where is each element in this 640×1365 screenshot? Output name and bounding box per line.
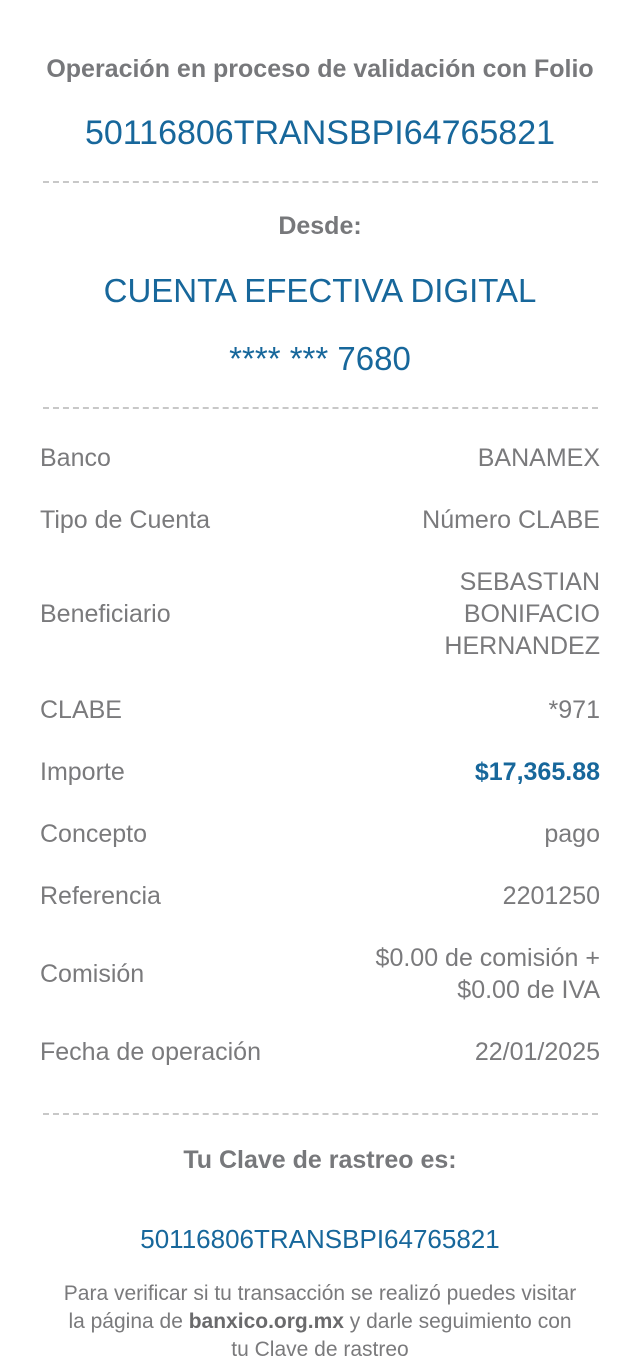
detail-row-concept: Concepto pago [40,818,600,850]
detail-label: Fecha de operación [40,1037,261,1066]
detail-value: Número CLABE [422,506,600,534]
detail-value: SEBASTIAN BONIFACIO HERNANDEZ [444,568,600,660]
divider [43,1113,598,1115]
detail-row-reference: Referencia 2201250 [40,880,600,912]
verification-note: Para verificar si tu transacción se real… [63,1282,577,1361]
detail-label: Tipo de Cuenta [40,505,211,534]
detail-row-clabe: CLABE *971 [40,694,600,726]
detail-label: Referencia [40,881,161,910]
amount-value: $17,365.88 [474,758,600,786]
detail-row-commission: Comisión $0.00 de comisión + $0.00 de IV… [40,942,600,1006]
detail-label: Banco [40,443,111,472]
detail-label: Beneficiario [40,599,171,628]
detail-row-date: Fecha de operación 22/01/2025 [40,1036,600,1068]
detail-value: 22/01/2025 [474,1038,600,1066]
detail-row-beneficiary: Beneficiario SEBASTIAN BONIFACIO HERNAND… [40,566,600,662]
detail-label: Importe [40,757,125,786]
divider [43,407,598,409]
tracking-code: 50116806TRANSBPI64765821 [140,1224,500,1254]
tracking-label: Tu Clave de rastreo es: [183,1146,457,1174]
divider [43,181,598,183]
detail-value: BANAMEX [477,444,600,472]
detail-row-bank: Banco BANAMEX [40,442,600,474]
detail-value: pago [544,820,600,848]
detail-label: CLABE [40,695,122,724]
detail-row-account-type: Tipo de Cuenta Número CLABE [40,504,600,536]
detail-label: Concepto [40,819,148,848]
detail-value: $0.00 de comisión + $0.00 de IVA [375,944,600,1004]
folio-number: 50116806TRANSBPI64765821 [84,114,556,152]
detail-value: *971 [548,696,600,724]
detail-value: 2201250 [502,882,600,910]
source-account-name: CUENTA EFECTIVA DIGITAL [103,272,537,309]
detail-row-amount: Importe $17,365.88 [40,756,600,788]
source-label: Desde: [278,212,362,240]
operation-status-title: Operación en proceso de validación con F… [46,55,594,83]
detail-label: Comisión [40,959,145,988]
source-account-number: **** *** 7680 [229,340,411,377]
banxico-link[interactable]: banxico.org.mx [188,1310,344,1333]
